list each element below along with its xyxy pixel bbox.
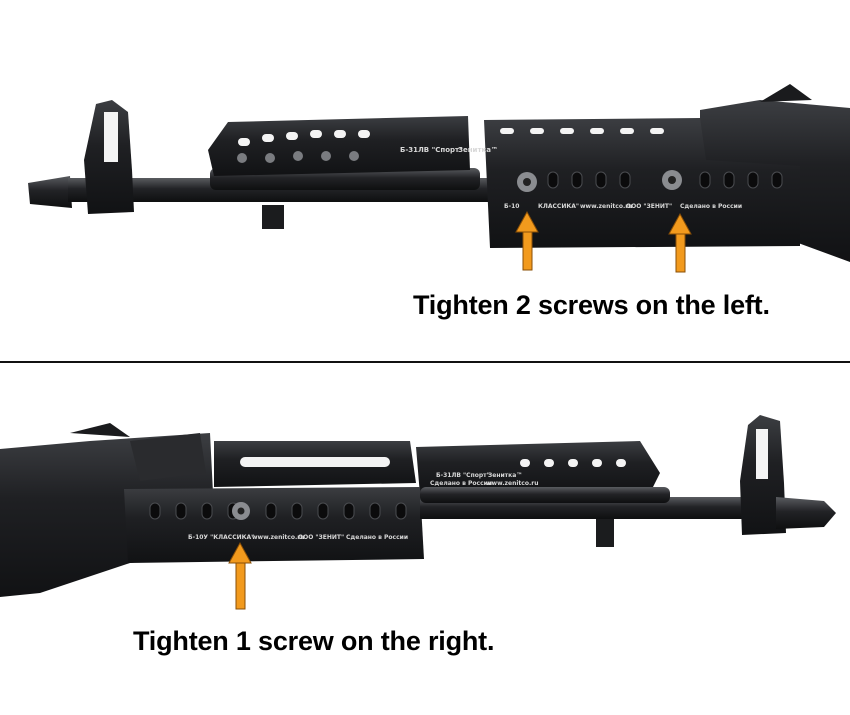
instruction-text-top: Tighten 2 screws on the left.	[413, 290, 770, 320]
svg-text:КЛАССИКА": КЛАССИКА"	[538, 203, 579, 210]
rifle-photo-right-side: Б-31ЛВ "Спорт" Зенитка™ Сделано в России…	[0, 415, 836, 610]
arrow-up-icon	[515, 210, 539, 271]
svg-text:Сделано в России: Сделано в России	[680, 203, 742, 210]
svg-text:Б-10У "КЛАССИКА": Б-10У "КЛАССИКА"	[188, 534, 254, 541]
svg-text:Б-10: Б-10	[504, 203, 519, 210]
arrow-up-icon	[668, 212, 692, 273]
svg-text:Зенитка™: Зенитка™	[488, 472, 522, 479]
svg-text:www.zenitco.ru: www.zenitco.ru	[486, 480, 538, 487]
svg-text:Сделано в России: Сделано в России	[430, 480, 492, 487]
panel-divider	[0, 361, 850, 363]
svg-text:www.zenitco.ru: www.zenitco.ru	[252, 534, 304, 541]
svg-text:www.zenitco.ru: www.zenitco.ru	[580, 203, 632, 210]
svg-text:Б-31ЛВ "Спорт": Б-31ЛВ "Спорт"	[436, 472, 490, 479]
svg-text:Б-31ЛВ "Спорт": Б-31ЛВ "Спорт"	[400, 146, 463, 154]
rifle-photo-left-side: Б-31ЛВ "Спорт" Зенитка™ Б-10 КЛАССИКА" w…	[28, 84, 850, 273]
bottom-instruction-panel: Б-31ЛВ "Спорт" Зенитка™ Сделано в России…	[0, 363, 850, 715]
top-instruction-panel: Б-31ЛВ "Спорт" Зенитка™ Б-10 КЛАССИКА" w…	[28, 84, 850, 320]
svg-text:Сделано в России: Сделано в России	[346, 534, 408, 541]
arrow-up-icon	[228, 541, 252, 610]
svg-text:ООО "ЗЕНИТ": ООО "ЗЕНИТ"	[626, 203, 672, 210]
instruction-text-bottom: Tighten 1 screw on the right.	[133, 626, 495, 656]
svg-text:ООО "ЗЕНИТ": ООО "ЗЕНИТ"	[298, 534, 344, 541]
svg-text:Зенитка™: Зенитка™	[458, 146, 498, 154]
